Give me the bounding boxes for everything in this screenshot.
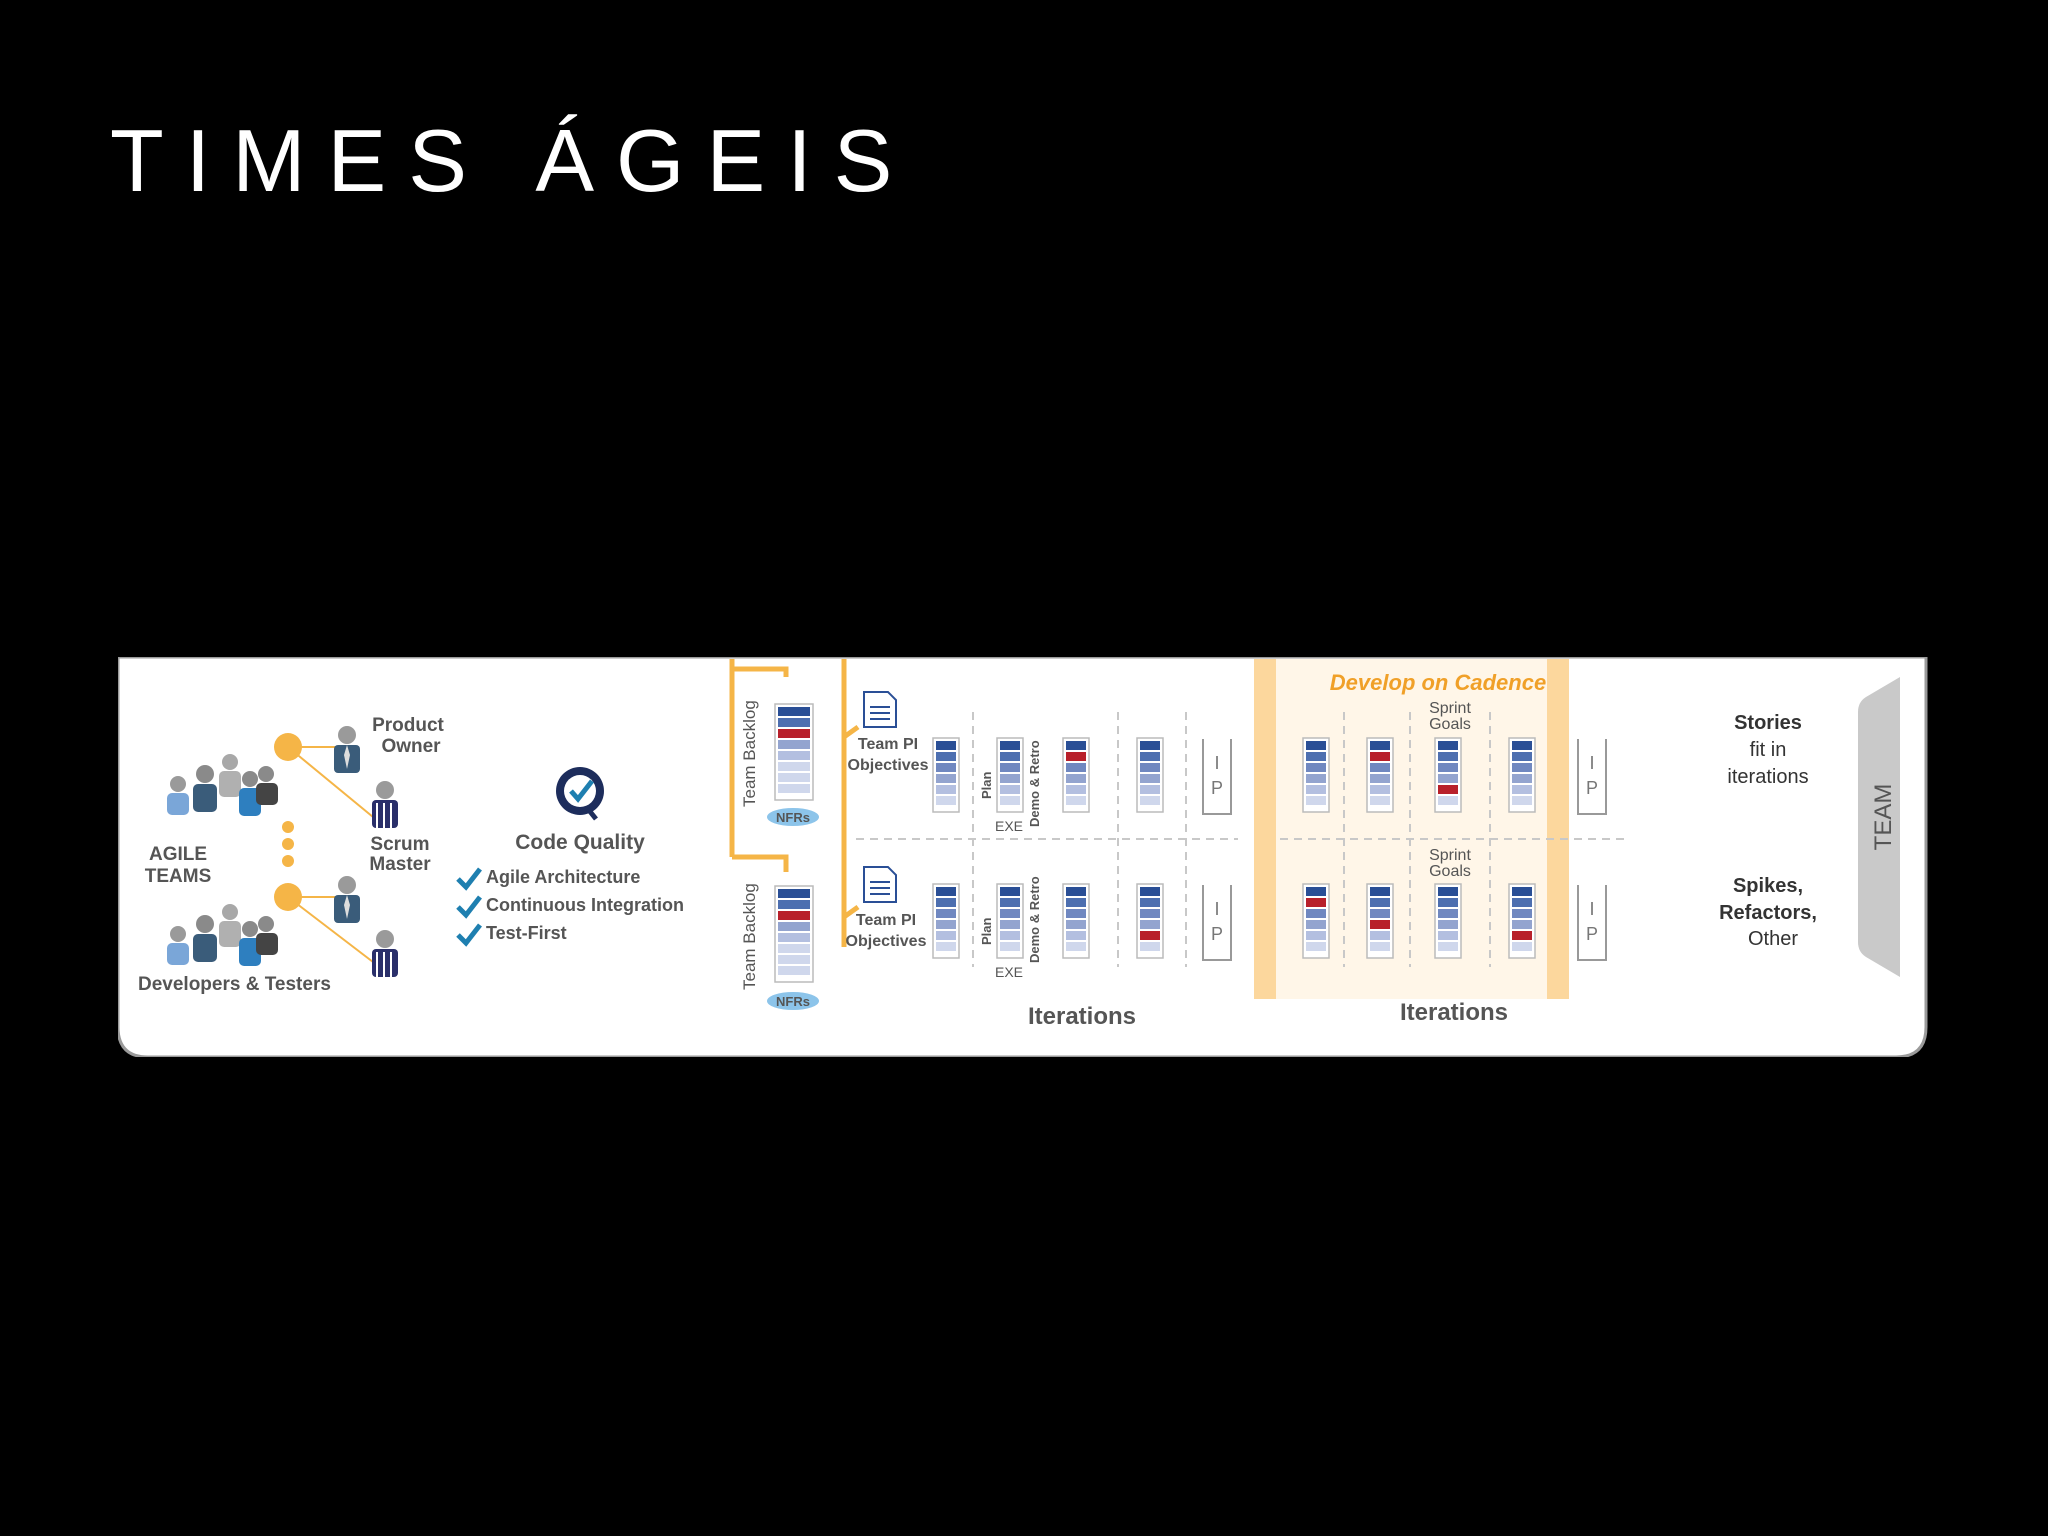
product-owner-icon [334, 726, 360, 773]
cadence-title: Develop on Cadence [1330, 670, 1546, 695]
scrum-master-icon-2 [372, 930, 398, 977]
check-icon-2 [456, 895, 482, 919]
svg-text:P: P [1586, 924, 1598, 944]
code-quality-item-1: Agile Architecture [486, 867, 640, 887]
code-quality-title: Code Quality [515, 831, 645, 854]
iteration-stack [1508, 883, 1536, 959]
plan-label-bottom: Plan [979, 917, 994, 945]
iteration-stack [1136, 883, 1164, 959]
iteration-stack [996, 737, 1024, 813]
ip-iteration-box: IP [1577, 885, 1607, 961]
team-backlog-label-top: Team Backlog [740, 700, 759, 807]
iteration-stack [932, 883, 960, 959]
product-owner-label-2: Owner [381, 736, 441, 757]
objectives-bottom-2: Objectives [846, 933, 927, 950]
iteration-stack [1136, 737, 1164, 813]
connector-node-top [274, 733, 302, 761]
ip-iteration-box: IP [1202, 739, 1232, 815]
iteration-stack [1302, 737, 1330, 813]
backlog-stack-bottom [774, 885, 814, 983]
sprint-goals-top-2: Goals [1429, 716, 1471, 733]
agile-teams-label-2: TEAMS [145, 866, 212, 887]
stories-label-1: Stories [1734, 712, 1802, 734]
product-owner-label-1: Product [372, 715, 444, 736]
svg-text:I: I [1214, 753, 1219, 773]
nfr-ellipse-bottom [767, 992, 819, 1010]
stories-label-2: fit in [1750, 739, 1787, 761]
scrum-master-icon [372, 781, 398, 828]
nfr-label-bottom: NFRs [776, 994, 810, 1009]
team-backlog-label-bottom: Team Backlog [740, 883, 759, 990]
iteration-stack [996, 883, 1024, 959]
iteration-stack [1062, 737, 1090, 813]
iteration-stack [1434, 737, 1462, 813]
plan-label-top: Plan [979, 771, 994, 799]
code-quality-icon [556, 767, 604, 821]
team-group-top-icon [167, 754, 278, 816]
spikes-label-2: Refactors, [1719, 902, 1817, 924]
spikes-label-1: Spikes, [1733, 875, 1803, 897]
ellipsis-dots [282, 821, 294, 867]
svg-text:P: P [1586, 778, 1598, 798]
iteration-stack [1302, 883, 1330, 959]
code-quality-item-3: Test-First [486, 923, 567, 943]
iteration-stack [1366, 737, 1394, 813]
product-owner-icon-2 [334, 876, 360, 923]
team-tab-label: TEAM [1870, 784, 1897, 851]
team-backlogs [767, 703, 819, 1010]
scrum-master-label-2: Master [369, 854, 431, 875]
sprint-goals-bottom-2: Goals [1429, 863, 1471, 880]
iteration-stack [1508, 737, 1536, 813]
sprint-goals-bottom-1: Sprint [1429, 847, 1471, 864]
check-icon-3 [456, 923, 482, 947]
exe-label-bottom: EXE [995, 964, 1023, 980]
team-group-bottom-icon [167, 904, 278, 966]
ip-iteration-box: IP [1202, 885, 1232, 961]
check-icon-1 [456, 867, 482, 891]
svg-text:P: P [1211, 924, 1223, 944]
developers-testers-label: Developers & Testers [138, 974, 331, 995]
svg-text:I: I [1589, 753, 1594, 773]
scrum-master-label-1: Scrum [370, 834, 429, 855]
iterations-label-left: Iterations [1028, 1003, 1136, 1030]
spikes-label-3: Other [1748, 928, 1798, 950]
demo-label-top: Demo & Retro [1027, 740, 1042, 827]
exe-label-top: EXE [995, 818, 1023, 834]
svg-text:P: P [1211, 778, 1223, 798]
document-icon-bottom [863, 866, 897, 903]
iterations-label-right: Iterations [1400, 999, 1508, 1026]
iteration-stack [1434, 883, 1462, 959]
team-tab [1858, 677, 1900, 977]
svg-text:I: I [1214, 899, 1219, 919]
objectives-top-2: Objectives [848, 757, 929, 774]
backlog-bracket [729, 659, 860, 947]
agile-teams-label-1: AGILE [149, 844, 207, 865]
objectives-bottom-1: Team PI [856, 912, 916, 929]
demo-label-bottom: Demo & Retro [1027, 876, 1042, 963]
iteration-stack [1062, 883, 1090, 959]
slide-title: TIMES ÁGEIS [110, 111, 915, 210]
iteration-dividers [856, 712, 1628, 967]
nfr-ellipse-top [767, 808, 819, 826]
code-quality-item-2: Continuous Integration [486, 895, 684, 915]
sprint-goals-top-1: Sprint [1429, 700, 1471, 717]
agile-teams-diagram: TEAM Product Owner [118, 657, 1928, 1057]
ip-iteration-box: IP [1577, 739, 1607, 815]
iteration-stack [932, 737, 960, 813]
svg-text:I: I [1589, 899, 1594, 919]
document-icon-top [863, 691, 897, 728]
connector-node-bottom [274, 883, 302, 911]
objectives-top-1: Team PI [858, 736, 918, 753]
backlog-stack-top [774, 703, 814, 801]
iteration-stack [1366, 883, 1394, 959]
nfr-label-top: NFRs [776, 810, 810, 825]
stories-label-3: iterations [1727, 766, 1808, 788]
